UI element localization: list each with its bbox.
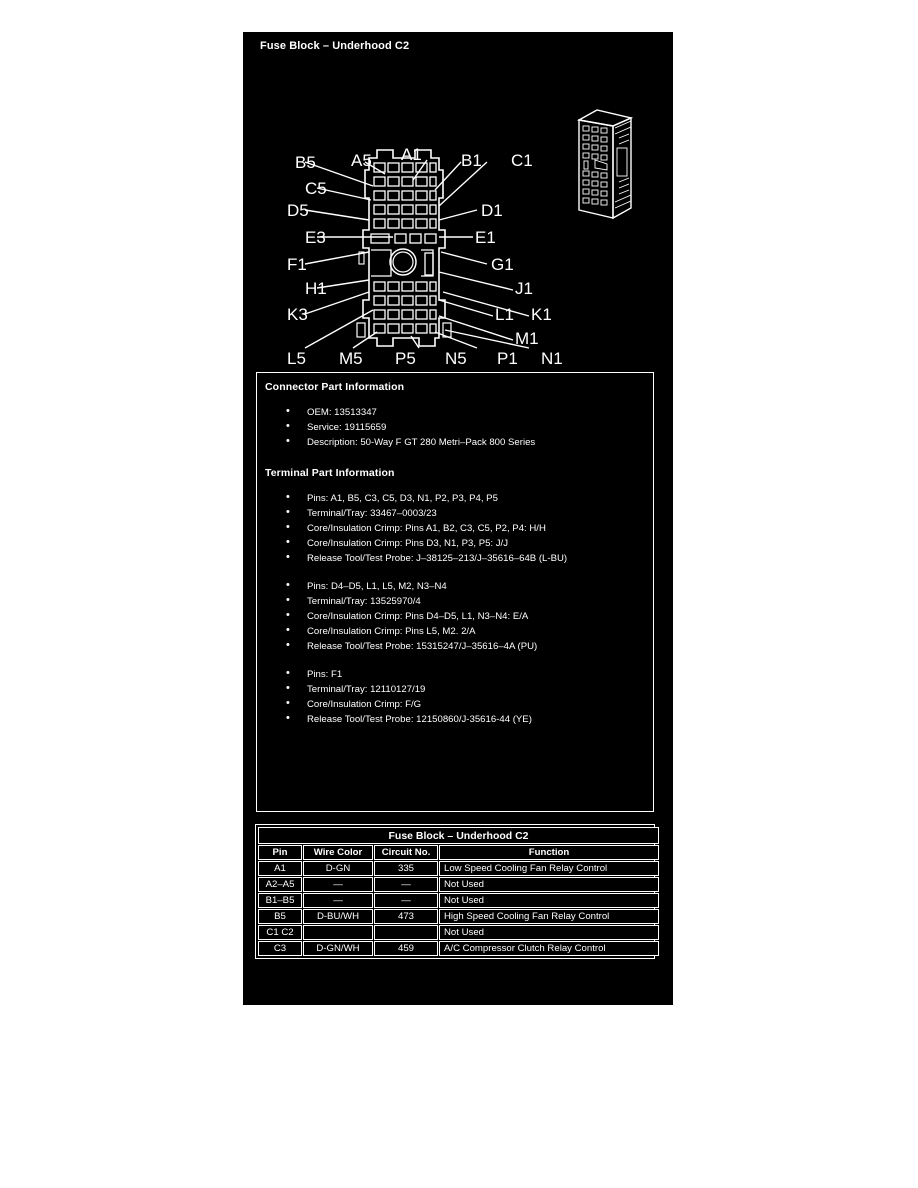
terminal-part-information-heading: Terminal Part Information [265,466,395,479]
terminal-group-2-list: Pins: D4–D5, L1, L5, M2, N3–N4 Terminal/… [265,578,645,655]
callout-l1: L1 [495,305,514,324]
cell-wire [303,925,373,940]
callout-c5: C5 [305,179,327,198]
cell-function: Not Used [439,925,660,940]
cell-circuit: 335 [374,861,438,876]
cell-function: Not Used [439,877,660,892]
list-item: Release Tool/Test Probe: 12150860/J-3561… [286,711,645,727]
list-item: Service: 19115659 [286,419,645,435]
callout-c1: C1 [511,151,533,170]
connector-part-information-heading: Connector Part Information [265,381,405,393]
column-header-pin: Pin [258,845,302,860]
column-header-circuit: Circuit No. [374,845,438,860]
cell-wire: D-BU/WH [303,909,373,924]
table-header-row: Pin Wire Color Circuit No. Function [258,845,660,860]
callout-j1: J1 [515,279,533,298]
table-row: C1 C2 Not Used [258,925,660,940]
connector-diagram: B5 A5 A1 B1 C1 C5 D5 D1 E3 E1 F1 G1 H1 J… [243,80,673,370]
callout-l5: L5 [287,349,306,368]
connector-part-information-list: OEM: 13513347 Service: 19115659 Descript… [265,404,645,451]
cell-pin: A1 [258,861,302,876]
list-item: Core/Insulation Crimp: F/G [286,696,645,712]
table-row: C3 D-GN/WH 459 A/C Compressor Clutch Rel… [258,941,660,956]
cell-function: Low Speed Cooling Fan Relay Control [439,861,660,876]
cell-function: Not Used [439,893,660,908]
callout-m5: M5 [339,349,363,368]
callout-b5: B5 [295,153,316,172]
cell-wire: D-GN [303,861,373,876]
cell-wire: — [303,893,373,908]
callout-e3: E3 [305,228,326,247]
cell-circuit: 473 [374,909,438,924]
callout-k1: K1 [531,305,552,324]
callout-f1: F1 [287,255,307,274]
callout-p1: P1 [497,349,518,368]
terminal-group-3-list: Pins: F1 Terminal/Tray: 12110127/19 Core… [265,666,645,728]
list-item: Core/Insulation Crimp: Pins D3, N1, P3, … [286,535,645,551]
list-item: Pins: D4–D5, L1, L5, M2, N3–N4 [286,578,645,594]
list-item: Terminal/Tray: 13525970/4 [286,593,645,609]
list-item: Core/Insulation Crimp: Pins A1, B2, C3, … [286,520,645,536]
pin-assignment-table: Fuse Block – Underhood C2 Pin Wire Color… [255,824,660,959]
callout-k3: K3 [287,305,308,324]
callout-d1: D1 [481,201,503,220]
cell-pin: A2–A5 [258,877,302,892]
list-item: Core/Insulation Crimp: Pins L5, M2. 2/A [286,623,645,639]
cell-pin: C3 [258,941,302,956]
cell-circuit [374,925,438,940]
callout-g1: G1 [491,255,514,274]
cell-circuit: — [374,893,438,908]
column-header-wire: Wire Color [303,845,373,860]
table-row: B5 D-BU/WH 473 High Speed Cooling Fan Re… [258,909,660,924]
table-row: A2–A5 — — Not Used [258,877,660,892]
list-item: Terminal/Tray: 33467–0003/23 [286,505,645,521]
table-row: B1–B5 — — Not Used [258,893,660,908]
list-item: Terminal/Tray: 12110127/19 [286,681,645,697]
page-title: Fuse Block – Underhood C2 [260,40,410,52]
list-item: Pins: F1 [286,666,645,682]
callout-h1: H1 [305,279,327,298]
list-item: Release Tool/Test Probe: J–38125–213/J–3… [286,550,645,566]
list-item: Release Tool/Test Probe: 15315247/J–3561… [286,638,645,654]
cell-pin: B5 [258,909,302,924]
cell-function: A/C Compressor Clutch Relay Control [439,941,660,956]
table-row: A1 D-GN 335 Low Speed Cooling Fan Relay … [258,861,660,876]
cell-wire: — [303,877,373,892]
list-item: Description: 50-Way F GT 280 Metri–Pack … [286,434,645,450]
cell-function: High Speed Cooling Fan Relay Control [439,909,660,924]
cell-circuit: 459 [374,941,438,956]
callout-a1: A1 [401,145,422,164]
callout-n1: N1 [541,349,563,368]
callout-e1: E1 [475,228,496,247]
list-item: Core/Insulation Crimp: Pins D4–D5, L1, N… [286,608,645,624]
document-panel: Fuse Block – Underhood C2 [243,32,673,1005]
callout-b1: B1 [461,151,482,170]
callout-n5: N5 [445,349,467,368]
part-information-box: Connector Part Information OEM: 13513347… [256,372,654,812]
cell-pin: C1 C2 [258,925,302,940]
cell-wire: D-GN/WH [303,941,373,956]
cell-pin: B1–B5 [258,893,302,908]
list-item: Pins: A1, B5, C3, C5, D3, N1, P2, P3, P4… [286,490,645,506]
table-title: Fuse Block – Underhood C2 [258,827,660,844]
column-header-function: Function [439,845,660,860]
callout-p5: P5 [395,349,416,368]
terminal-group-1-list: Pins: A1, B5, C3, C5, D3, N1, P2, P3, P4… [265,490,645,567]
callout-a5: A5 [351,151,372,170]
cell-circuit: — [374,877,438,892]
connector-isometric-view [576,109,634,220]
callout-m1: M1 [515,329,539,348]
callout-d5: D5 [287,201,309,220]
list-item: OEM: 13513347 [286,404,645,420]
table-title-row: Fuse Block – Underhood C2 [258,827,660,844]
